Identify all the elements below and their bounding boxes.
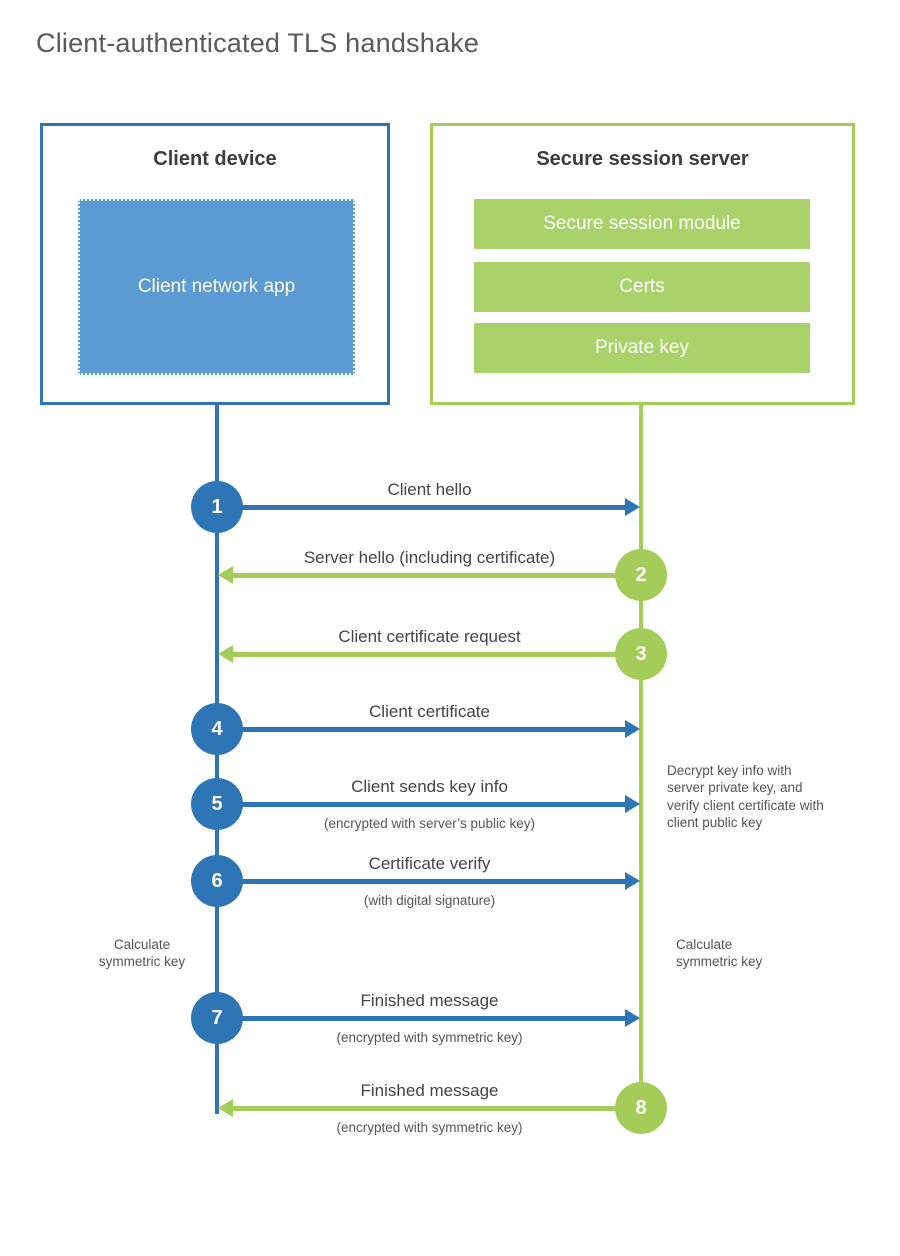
step-5-sublabel: (encrypted with server’s public key) [323, 816, 536, 831]
secure-session-server-box: Secure session server Secure session mod… [430, 123, 855, 405]
step-7-arrowhead-icon [625, 1009, 640, 1027]
certs-bar: Certs [474, 262, 810, 312]
step-7-sublabel: (encrypted with symmetric key) [336, 1030, 523, 1045]
step-3-arrowhead-icon [218, 645, 233, 663]
step-5-label: Client sends key info [351, 777, 508, 796]
step-8-sublabel: (encrypted with symmetric key) [336, 1120, 523, 1135]
private-key-bar: Private key [474, 323, 810, 373]
step-6-badge: 6 [191, 855, 243, 907]
step-6-arrow [240, 879, 625, 884]
server-lifeline [639, 402, 643, 1110]
step-1-arrow [240, 505, 625, 510]
step-5-arrowhead-icon [625, 795, 640, 813]
step-3-label: Client certificate request [338, 627, 521, 646]
step-1-badge: 1 [191, 481, 243, 533]
step-8-arrowhead-icon [218, 1099, 233, 1117]
page-title: Client-authenticated TLS handshake [36, 28, 480, 58]
step-1-arrowhead-icon [625, 498, 640, 516]
step-5-arrow [240, 802, 625, 807]
step-5-badge: 5 [191, 778, 243, 830]
secure-session-module-bar: Secure session module [474, 199, 810, 249]
step-7-arrow [240, 1016, 625, 1021]
step-4-label: Client certificate [369, 702, 490, 721]
step-7-badge: 7 [191, 992, 243, 1044]
step-4-arrow [240, 727, 625, 732]
step-8-badge: 8 [615, 1082, 667, 1134]
step-2-arrow [233, 573, 617, 578]
client-network-app-label: Client network app [137, 276, 296, 298]
client-device-box: Client device Client network app [40, 123, 390, 405]
decrypt-key-note: Decrypt key info with server private key… [667, 763, 824, 830]
step-8-arrow [233, 1106, 617, 1111]
client-network-app-box: Client network app [78, 199, 355, 375]
calculate-symmetric-key-client-note: Calculate symmetric key [98, 937, 186, 970]
step-2-badge: 2 [615, 549, 667, 601]
step-4-arrowhead-icon [625, 720, 640, 738]
step-3-arrow [233, 652, 617, 657]
step-1-label: Client hello [387, 480, 472, 499]
step-2-label: Server hello (including certificate) [303, 548, 556, 567]
client-lifeline [215, 402, 219, 1114]
step-2-arrowhead-icon [218, 566, 233, 584]
secure-session-server-title: Secure session server [536, 148, 749, 170]
step-8-label: Finished message [360, 1081, 499, 1100]
step-7-label: Finished message [360, 991, 499, 1010]
step-6-sublabel: (with digital signature) [363, 893, 496, 908]
client-device-title: Client device [153, 148, 277, 170]
step-6-arrowhead-icon [625, 872, 640, 890]
step-3-badge: 3 [615, 628, 667, 680]
step-6-label: Certificate verify [368, 854, 491, 873]
calculate-symmetric-key-server-note: Calculate symmetric key [676, 937, 763, 970]
step-4-badge: 4 [191, 703, 243, 755]
